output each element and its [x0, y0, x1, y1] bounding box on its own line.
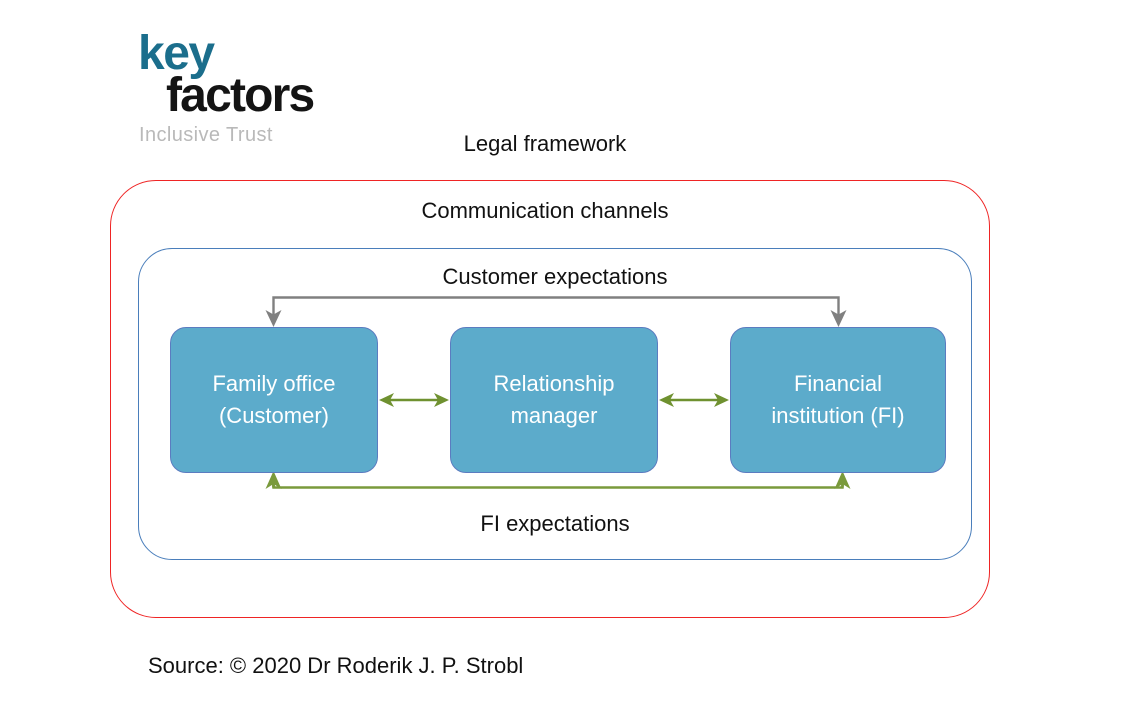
node-family-office-label: Family office (Customer)	[212, 371, 336, 428]
brand-logo: key factors Inclusive Trust	[138, 27, 358, 147]
communication-channels-boundary	[138, 248, 972, 560]
logo-tagline: Inclusive Trust	[139, 124, 273, 146]
legal-framework-boundary	[110, 180, 990, 618]
source-attribution: Source: © 2020 Dr Roderik J. P. Strobl	[148, 653, 524, 678]
node-financial-institution[interactable]: Financial institution (FI)	[730, 327, 946, 473]
customer-expectations-label: Customer expectations	[442, 264, 668, 289]
node-relationship-manager[interactable]: Relationship manager	[450, 327, 658, 473]
node-relationship-manager-label: Relationship manager	[493, 371, 615, 428]
fi-expectations-label: FI expectations	[480, 511, 630, 536]
logo-word-key: key	[138, 27, 215, 80]
communication-channels-label: Communication channels	[421, 198, 669, 223]
legal-framework-label: Legal framework	[463, 131, 627, 156]
node-family-office[interactable]: Family office (Customer)	[170, 327, 378, 473]
node-financial-institution-label: Financial institution (FI)	[771, 371, 905, 428]
logo-word-factors: factors	[166, 69, 315, 122]
